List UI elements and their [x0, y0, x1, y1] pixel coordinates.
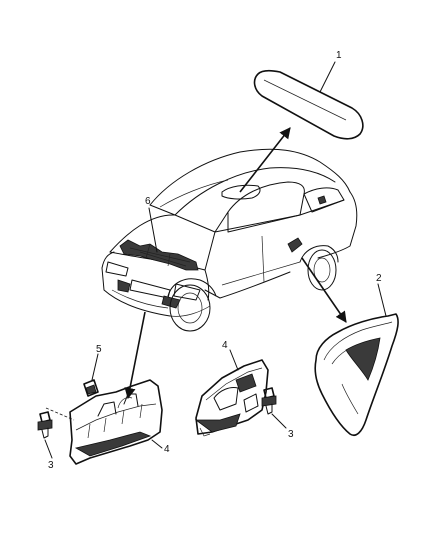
part-4-splash-shield-left	[69, 379, 163, 465]
callout-3-right: 3	[288, 429, 294, 440]
part-5-clip	[83, 379, 99, 397]
leader-line-3-right	[271, 413, 287, 429]
part-4-splash-shield-center	[194, 359, 269, 437]
leader-line-6	[148, 207, 158, 253]
callout-1: 1	[336, 50, 342, 61]
callout-6: 6	[145, 196, 151, 207]
mounting-line-left	[45, 407, 75, 421]
leader-line-4-left	[151, 439, 163, 449]
part-1-roof-pad	[253, 69, 364, 140]
callout-4-left: 4	[164, 444, 170, 455]
callout-4-center: 4	[222, 340, 228, 351]
part-3-fastener-right	[261, 387, 277, 415]
car-body	[101, 148, 358, 332]
leader-line-3-left	[44, 439, 53, 459]
leader-line-1	[319, 61, 336, 93]
arrow-to-part-2	[301, 257, 347, 323]
callout-2: 2	[376, 273, 382, 284]
callout-3-left: 3	[48, 460, 54, 471]
part-3-fastener-left	[37, 411, 53, 439]
callout-5: 5	[96, 344, 102, 355]
leader-line-5	[91, 353, 99, 381]
part-2-wheelhouse-liner	[314, 313, 399, 436]
leader-line-2	[377, 283, 387, 317]
arrow-to-part-1	[239, 127, 291, 193]
arrow-to-front-shield	[124, 311, 146, 400]
leader-line-4-center	[229, 349, 239, 371]
